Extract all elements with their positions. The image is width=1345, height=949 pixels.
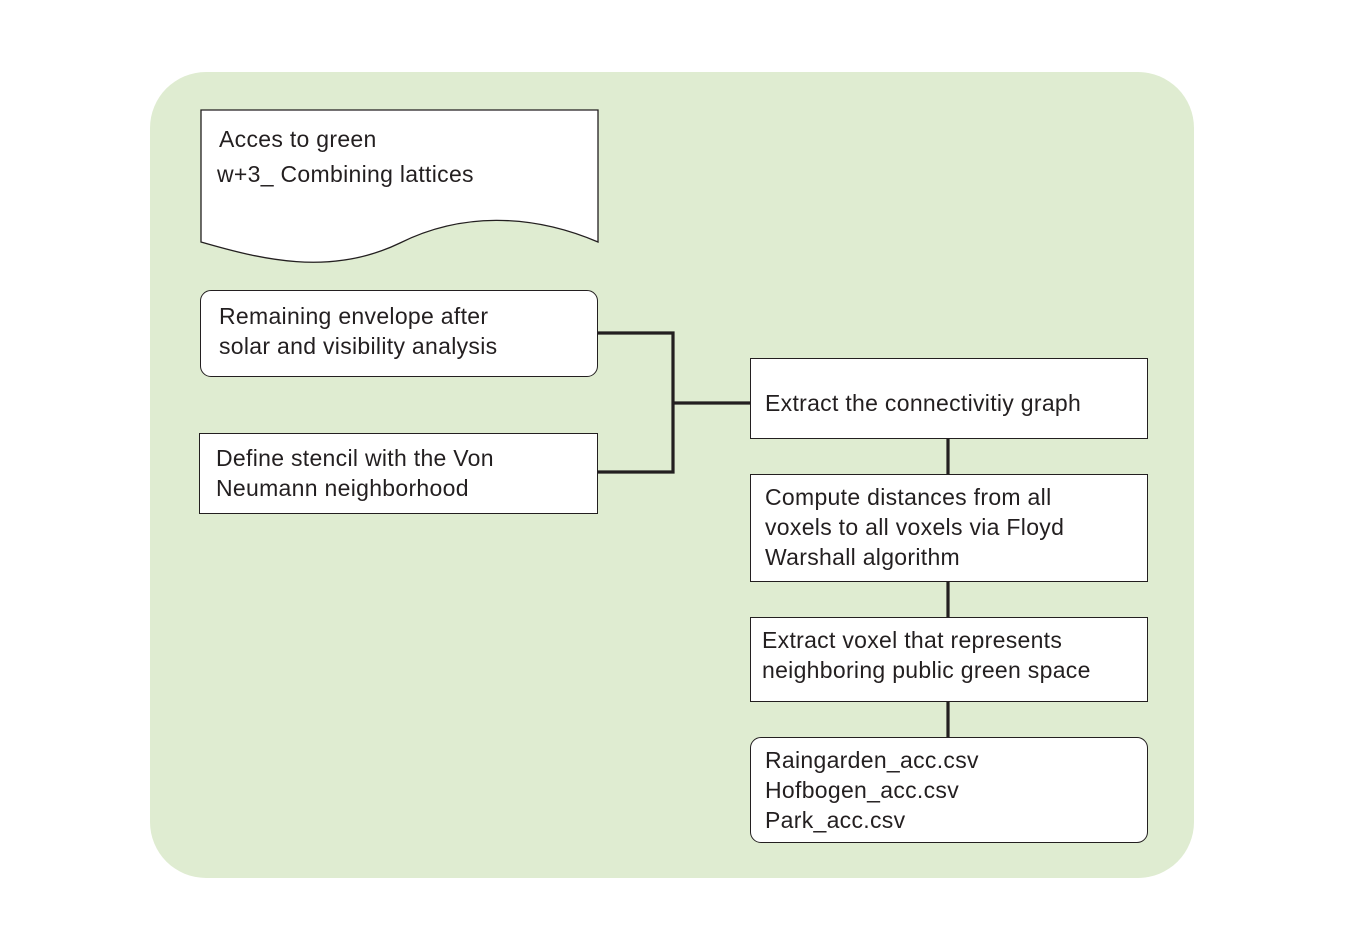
box-text-line: Neumann neighborhood <box>216 475 469 501</box>
output-file-raingarden: Raingarden_acc.csv <box>765 747 979 773</box>
diagram-title: Acces to green <box>219 126 377 152</box>
diagram-subtitle: w+3_ Combining lattices <box>217 161 474 187</box>
connector-input-merge <box>598 331 675 474</box>
step-extract-connectivity-graph-box: Extract the connectivitiy graph <box>750 358 1148 439</box>
input-define-stencil-box: Define stencil with the Von Neumann neig… <box>199 433 598 514</box>
box-text-line: Compute distances from all <box>765 484 1052 510</box>
output-file-park: Park_acc.csv <box>765 807 906 833</box>
box-text-line: voxels to all voxels via Floyd <box>765 514 1065 540</box>
output-file-hofbogen: Hofbogen_acc.csv <box>765 777 960 803</box>
step-extract-green-voxel-box: Extract voxel that represents neighborin… <box>750 617 1148 702</box>
box-text-line: neighboring public green space <box>762 657 1091 683</box>
box-text-line: Define stencil with the Von <box>216 445 494 471</box>
box-text-line: Extract voxel that represents <box>762 627 1063 653</box>
step-compute-distances-box: Compute distances from all voxels to all… <box>750 474 1148 582</box>
box-text-line: Warshall algorithm <box>765 544 960 570</box>
box-text-line: solar and visibility analysis <box>219 333 498 359</box>
box-text-line: Extract the connectivitiy graph <box>765 390 1082 416</box>
output-csv-files-box: Raingarden_acc.csv Hofbogen_acc.csv Park… <box>750 737 1148 843</box>
input-remaining-envelope-box: Remaining envelope after solar and visib… <box>200 290 598 377</box>
box-text-line: Remaining envelope after <box>219 303 489 329</box>
document-header-shape: Acces to green w+3_ Combining lattices <box>200 109 600 265</box>
